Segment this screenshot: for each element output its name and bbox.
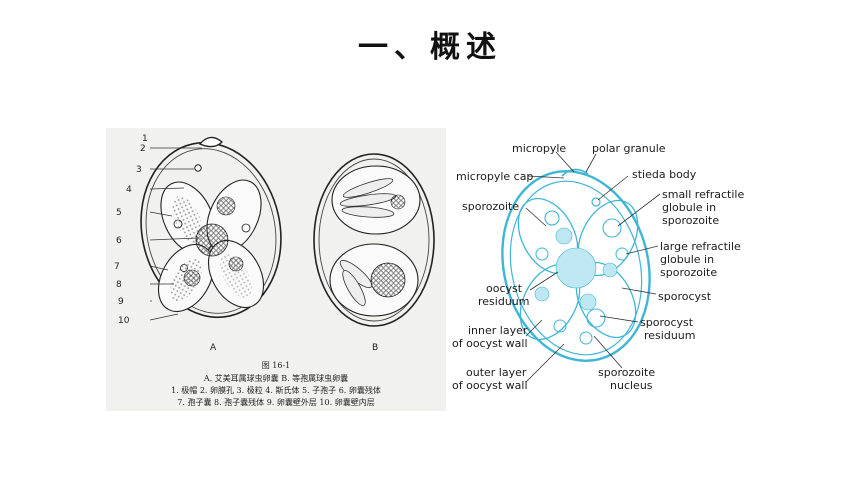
label-sporocyst: sporocyst [658,290,712,303]
number-2: 2 [140,144,146,154]
micropyle-cap-shape [198,136,223,148]
number-6: 6 [116,236,122,246]
number-7: 7 [114,262,120,272]
number-4: 4 [126,185,132,195]
number-10: 10 [118,316,130,326]
right-figure-panel: micropyle polar granule micropyle cap st… [446,130,756,410]
page-title: 一、概述 [358,30,502,65]
label-sporocyst-residuum-line-2: residuum [644,329,695,342]
label-small-refractile-line-3: sporozoite [662,214,719,227]
label-sporozoite-nucleus-line-1: sporozoite [598,366,655,379]
number-1: 1 [142,134,148,144]
label-a: A [210,343,217,353]
number-leader-lines [149,147,202,321]
label-small-refractile-line-1: small refractile [662,188,744,201]
diagram-labels: micropyle polar granule micropyle cap st… [452,142,744,392]
label-large-refractile-line-2: globule in [660,253,714,266]
caption-line-1: A. 艾美耳属球虫卵囊 B. 等孢属球虫卵囊 [203,373,348,383]
caption-line-2: 1. 极帽 2. 卵膜孔 3. 极粒 4. 斯氏体 5. 子孢子 6. 卵囊残体 [171,385,381,395]
oocyst-line-drawing: 1 2 3 4 5 6 7 8 9 10 [114,134,435,407]
label-leader-lines [525,151,661,383]
number-labels: 1 2 3 4 5 6 7 8 9 10 [114,134,148,326]
label-oocyst-residuum-line-1: oocyst [486,282,523,295]
label-micropyle: micropyle [512,142,566,155]
caption-line-3: 7. 孢子囊 8. 孢子囊残体 9. 卵囊壁外层 10. 卵囊壁内层 [177,397,374,407]
label-sporocyst-residuum-line-1: sporocyst [640,316,694,329]
labeled-oocyst-diagram: micropyle polar granule micropyle cap st… [452,142,744,392]
left-figure-panel: 1 2 3 4 5 6 7 8 9 10 [106,128,446,411]
caption-title: 图 16-1 [262,361,291,370]
label-b: B [372,343,378,353]
label-large-refractile-line-3: sporozoite [660,266,717,279]
label-outer-layer-line-1: outer layer [466,366,527,379]
number-3: 3 [136,165,142,175]
label-sporozoite: sporozoite [462,200,519,213]
number-8: 8 [116,280,122,290]
oocyst-a [140,136,282,319]
label-sporozoite-nucleus-line-2: nucleus [610,379,653,392]
label-small-refractile-line-2: globule in [662,201,716,214]
number-5: 5 [116,208,122,218]
label-oocyst-residuum-line-2: residuum [478,295,529,308]
label-micropyle-cap: micropyle cap [456,170,533,183]
label-large-refractile-line-1: large refractile [660,240,741,253]
label-inner-layer-line-1: inner layer [468,324,528,337]
label-outer-layer-line-2: of oocyst wall [452,379,528,392]
oocyst-b [313,153,435,327]
label-inner-layer-line-2: of oocyst wall [452,337,528,350]
number-9: 9 [118,297,124,307]
label-stieda-body: stieda body [632,168,697,181]
label-polar-granule: polar granule [592,142,666,155]
